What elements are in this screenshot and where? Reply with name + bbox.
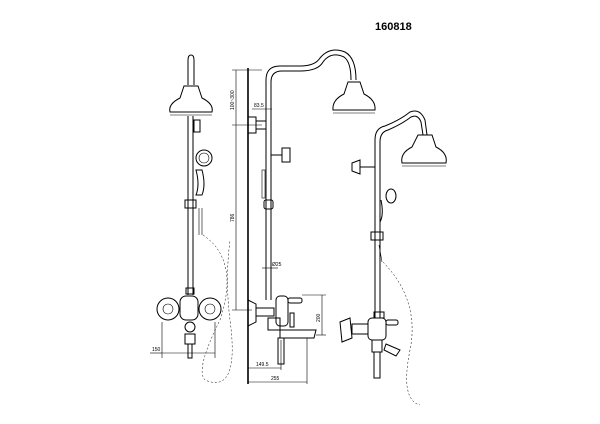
hand-shower-front [195,149,213,167]
bath-spout-perspective [383,343,401,357]
drawing-code: 160818 [375,21,412,33]
dim-pipe-diameter: Ø25 [272,262,282,268]
dim-spout-offset: 149.5 [256,362,269,368]
dim-total-depth: 255 [271,376,280,382]
dim-arm-offset: 83.5 [254,103,264,109]
dim-spout-height: 200 [316,313,322,322]
side-view: 100~300 786 83.5 Ø25 2 [230,49,376,384]
front-view: 150 [150,54,233,383]
rain-shower-head-side [332,81,376,111]
dim-height-adjust: 100~300 [230,90,236,110]
rain-shower-head-front [169,85,213,113]
rain-shower-head-perspective [401,134,447,164]
bath-spout [279,329,317,339]
dim-inlet-spacing: 150 [152,347,161,353]
dim-bar-length: 786 [230,213,236,222]
hand-shower-perspective [385,188,397,204]
perspective-view [339,110,447,406]
valve-right [198,297,222,321]
valve-left [156,297,180,321]
